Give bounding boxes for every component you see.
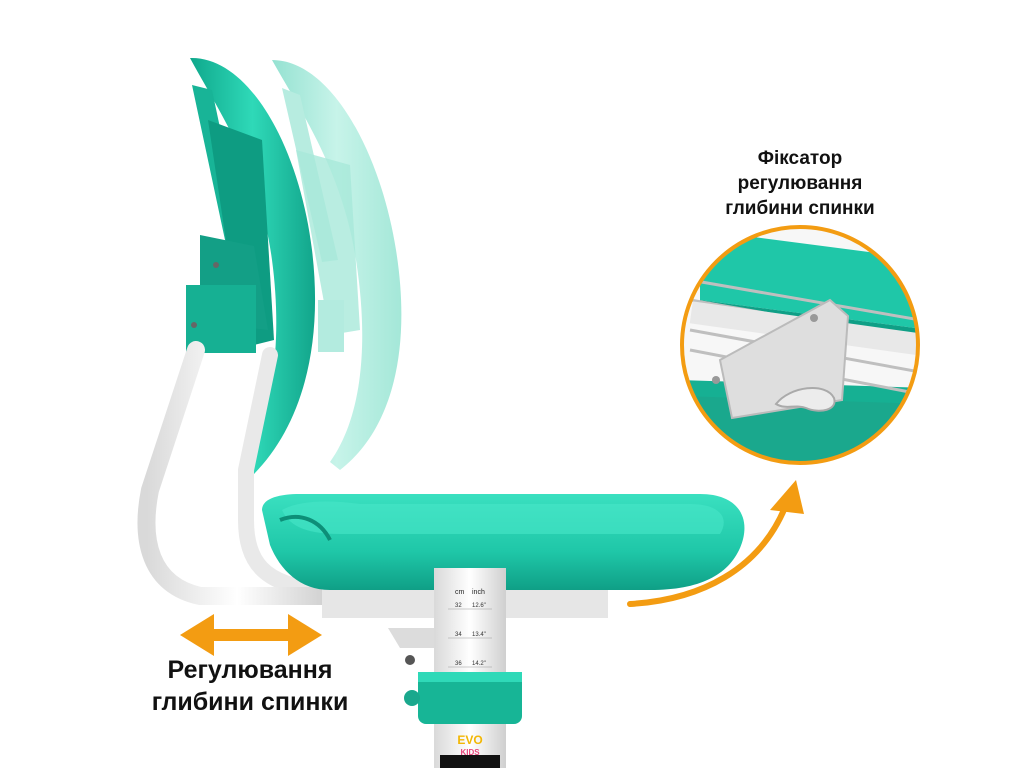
zoom-detail: [680, 225, 920, 465]
scale-header-cm: cm: [455, 589, 465, 596]
logo-line2: KIDS: [460, 748, 480, 757]
backrest-ghost: [272, 60, 402, 470]
seat: [262, 494, 745, 590]
callout-depth-label: Регулювання глибини спинки: [120, 654, 380, 718]
frame-rod: [137, 341, 337, 605]
scale-cm: 36: [455, 661, 462, 667]
height-scale: cm inch 32 12.6" 34 13.4" 36 14.2": [448, 589, 492, 668]
scale-cm: 34: [455, 632, 462, 638]
callout-lock-line2: регулювання: [737, 173, 863, 194]
brand-logo: EVO KIDS: [457, 733, 482, 757]
frame-rod-ghost: [238, 347, 328, 598]
backrest: [186, 57, 316, 478]
scale-cm: 32: [455, 603, 462, 609]
horizontal-double-arrow-icon: [180, 614, 322, 656]
curved-arrow-icon: [627, 480, 804, 607]
scale-header-inch: inch: [472, 589, 485, 596]
scale-inch: 12.6": [472, 603, 486, 609]
scale-inch: 14.2": [472, 661, 486, 667]
callout-depth-line1: Регулювання: [167, 656, 333, 684]
callout-lock-label: Фіксатор регулювання глибини спинки: [700, 146, 900, 221]
callout-lock-line3: глибини спинки: [725, 198, 875, 219]
scale-inch: 13.4": [472, 632, 486, 638]
logo-line1: EVO: [457, 733, 482, 747]
seat-pole: [404, 568, 522, 768]
zoom-ring: [680, 225, 920, 465]
callout-depth-line2: глибини спинки: [151, 688, 349, 716]
callout-lock-line1: Фіксатор: [757, 148, 843, 169]
